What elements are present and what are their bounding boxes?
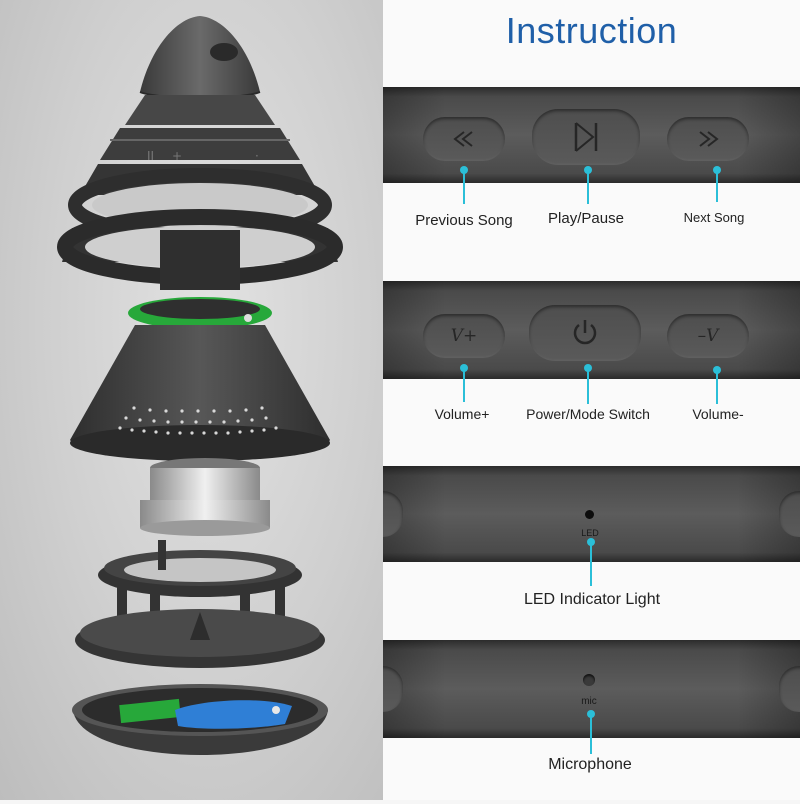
led-small-label: LED [581, 528, 599, 538]
tiered-shell: II + · [57, 95, 343, 290]
volume-down-button[interactable]: –V [667, 314, 749, 358]
led-dot-icon [585, 510, 594, 519]
mount-bracket [98, 540, 302, 622]
label-microphone: Microphone [548, 756, 632, 773]
pointer-dot-volume-down [713, 366, 721, 374]
label-volume-down: Volume- [692, 406, 744, 422]
volume-up-glyph: V+ [450, 326, 478, 346]
base-plate [75, 609, 325, 668]
label-play-pause: Play/Pause [548, 210, 624, 227]
pointer-line-power [587, 366, 589, 404]
svg-text:II: II [147, 149, 154, 163]
label-next-song: Next Song [683, 210, 745, 225]
edge-button-left [383, 491, 403, 537]
pointer-dot-next [713, 166, 721, 174]
pointer-line-next [716, 168, 718, 202]
volume-down-glyph: –V [697, 326, 719, 346]
pointer-line-mic [590, 712, 592, 754]
edge-button-right-2 [779, 666, 800, 712]
page-title: Instruction [505, 10, 678, 51]
previous-song-button[interactable] [423, 117, 505, 161]
label-power-mode: Power/Mode Switch [526, 406, 650, 422]
mic-small-label: mic [581, 696, 597, 707]
pointer-dot-play [584, 166, 592, 174]
pointer-dot-led [587, 538, 595, 546]
edge-button-left-2 [383, 666, 403, 712]
pointer-dot-mic [587, 710, 595, 718]
control-strip-playback [383, 87, 800, 183]
pointer-dot-power [584, 364, 592, 372]
play-pause-button[interactable] [532, 109, 640, 165]
svg-text:+: + [172, 149, 182, 163]
label-led-indicator: LED Indicator Light [523, 591, 661, 608]
speaker-driver [140, 458, 270, 536]
label-volume-up: Volume+ [434, 406, 490, 422]
exploded-speaker-illustration: II + · [57, 16, 343, 755]
svg-text:·: · [255, 149, 259, 163]
label-previous-song: Previous Song [415, 212, 513, 229]
pointer-dot-previous [460, 166, 468, 174]
volume-up-button[interactable]: V+ [423, 314, 505, 358]
pointer-line-previous [463, 168, 465, 204]
rewind-icon [453, 131, 473, 147]
pointer-line-volume-down [716, 368, 718, 404]
exploded-view-panel: II + · [0, 0, 383, 800]
pointer-line-volume-up [463, 366, 465, 402]
pointer-line-play [587, 168, 589, 204]
power-icon [573, 320, 597, 345]
control-strip-volume-power: V+ –V [383, 281, 800, 379]
speaker-body [70, 325, 330, 461]
pcb-ring [128, 297, 272, 329]
play-pause-icon [574, 122, 598, 152]
fast-forward-icon [699, 131, 719, 147]
battery-bowl [72, 684, 328, 755]
mic-hole-icon [583, 674, 595, 686]
power-mode-button[interactable] [529, 305, 641, 361]
pointer-line-led [590, 540, 592, 586]
top-cap [139, 16, 261, 99]
next-song-button[interactable] [667, 117, 749, 161]
pointer-dot-volume-up [460, 364, 468, 372]
edge-button-right [779, 491, 800, 537]
